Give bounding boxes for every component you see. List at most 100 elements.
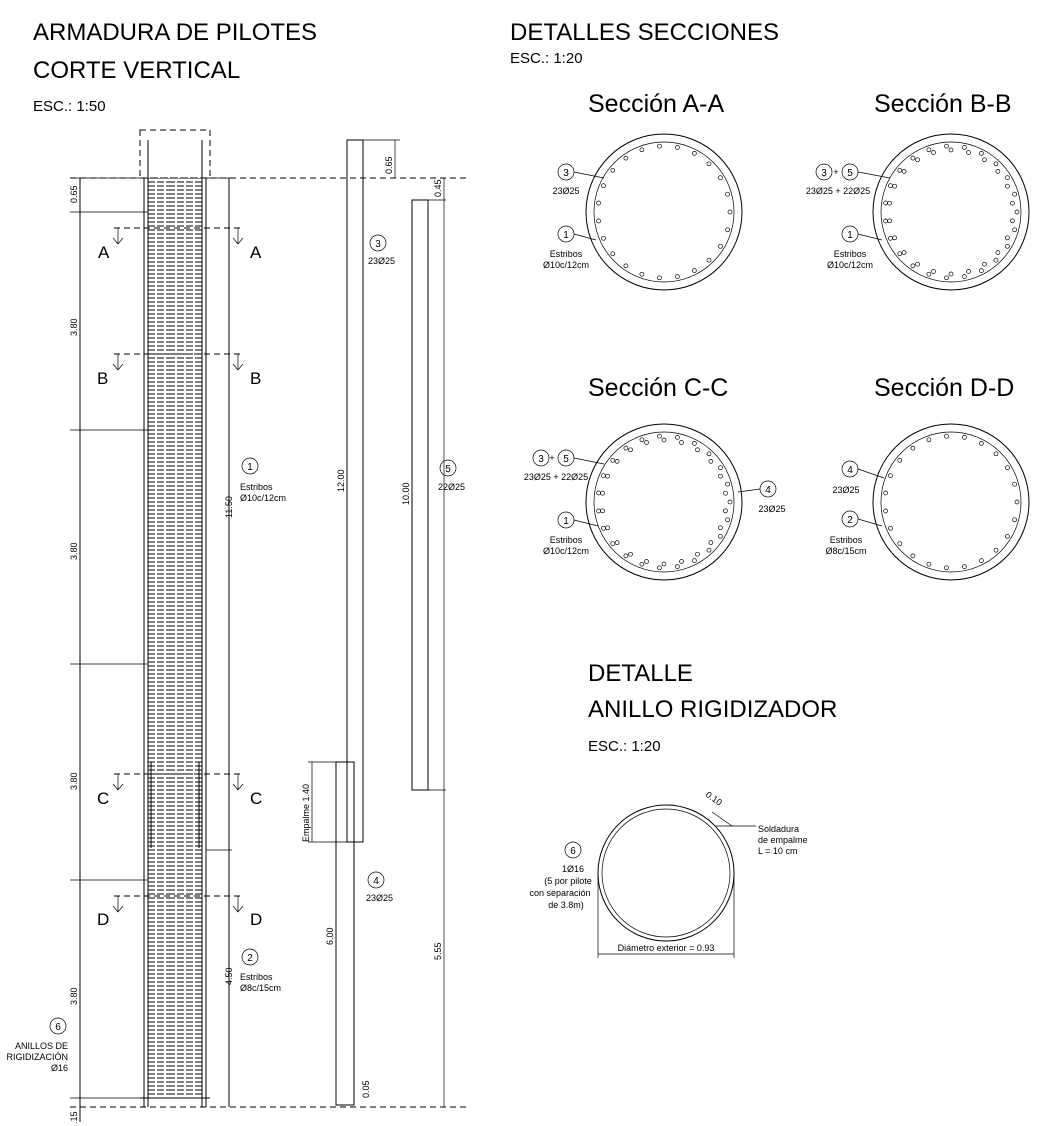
rebar-dot [910, 263, 916, 269]
rebar-dot [1012, 517, 1017, 523]
mark-6-number: 6 [55, 1022, 61, 1033]
bar-4-bottom-dim: 0.05 [361, 1080, 371, 1098]
rebar-dot [926, 271, 932, 277]
ring-weld-1: Soldadura [758, 824, 799, 834]
rebar-dot [600, 490, 605, 496]
section-a-bot-l2: Ø10c/12cm [543, 260, 589, 270]
rebar-dot [1005, 235, 1010, 241]
cut-d-left: D [97, 910, 109, 929]
mark-6-line-3: Ø16 [51, 1063, 68, 1073]
rebar-dot [623, 155, 629, 161]
left-title-2: CORTE VERTICAL [33, 57, 240, 84]
rebar-dot [888, 525, 893, 531]
stirrup-hatching [148, 178, 202, 1098]
section-b-top-label: 23Ø25 + 22Ø25 [806, 186, 870, 196]
rebar-dot [727, 499, 733, 505]
rebar-dot [679, 559, 684, 564]
ring-weld-2: de empalme [758, 835, 808, 845]
rebar-dot [623, 445, 629, 451]
rebar-dot [601, 525, 606, 531]
section-c-bot-l2: Ø10c/12cm [543, 546, 589, 556]
rebar-dot [887, 218, 892, 224]
rebar-dot [883, 508, 888, 514]
rebar-dot [725, 227, 730, 233]
rebar-dot [1005, 243, 1010, 249]
dim-380-a: 3.80 [69, 318, 79, 336]
mark-2-number: 2 [247, 953, 253, 964]
rebar-dot [723, 490, 728, 496]
rebar-dot [706, 161, 712, 167]
rebar-dot [718, 243, 723, 249]
rebar-dot [692, 558, 697, 563]
section-d-bot-l2: Ø8c/15cm [825, 546, 866, 556]
section-d-bot-l1: Estribos [830, 535, 863, 545]
rebar-dot [610, 457, 616, 463]
cut-a-left: A [98, 243, 110, 262]
mark-6-line-2: RIGIDIZACIÓN [6, 1052, 68, 1062]
rebar-dot [888, 235, 893, 241]
rebar-dot [596, 508, 601, 514]
ring-mark-l3: con separación [529, 888, 590, 898]
rebar-dot [605, 525, 610, 531]
rebar-dot [995, 250, 1001, 255]
rebar-dot [614, 459, 620, 464]
cut-d-right: D [250, 910, 262, 929]
rebar-dot [1012, 227, 1017, 233]
section-a-bot-l1: Estribos [550, 249, 583, 259]
rebar-dot [1010, 218, 1015, 224]
rebar-dot [979, 558, 984, 563]
mark-6-line-1: ANILLOS DE [15, 1041, 68, 1051]
section-b-bot-l2: Ø10c/12cm [827, 260, 873, 270]
rebar-dot [725, 191, 730, 197]
rebar-dot [600, 508, 605, 514]
rebar-dot [982, 157, 987, 163]
rebar-dot [628, 447, 633, 453]
section-b-top-num-2: 5 [847, 168, 853, 179]
left-scale: ESC.: 1:50 [33, 98, 106, 115]
rebar-dot [661, 561, 667, 567]
rebar-dot [675, 274, 680, 279]
mark-1-callout: 1 Estribos Ø10c/12cm [240, 457, 286, 503]
empalme-label: Empalme 1.40 [301, 784, 311, 842]
rebar-dot [610, 541, 616, 547]
rebar-dot [718, 525, 723, 531]
ring-mark-l1: 1Ø16 [562, 864, 584, 874]
rebar-dot [926, 147, 932, 153]
rebar-dot [706, 257, 712, 263]
rebar-dot [1005, 183, 1010, 189]
dim-015: .15 [69, 1111, 79, 1124]
rebar-dot [915, 261, 920, 267]
rebar-dot [718, 175, 723, 181]
plus-sign: + [833, 167, 838, 177]
rebar-dot [675, 564, 680, 569]
section-c-title: Sección C-C [588, 374, 728, 402]
rebar-dot [718, 465, 723, 471]
rebar-dot [888, 473, 893, 479]
section-c-top-num-1: 3 [538, 454, 544, 465]
bars-ring-a [596, 143, 733, 281]
rebar-dot [623, 553, 629, 559]
rebar-dot [993, 451, 999, 457]
cut-a-right: A [250, 243, 262, 262]
rebar-dot [723, 508, 728, 514]
rebar-dot [644, 440, 649, 445]
rebar-dot [910, 155, 916, 161]
section-d-top-label: 23Ø25 [832, 485, 859, 495]
ring-mark-l2: (5 por pilote [544, 876, 592, 886]
rebar-dot [926, 561, 932, 567]
rebar-dot [944, 143, 949, 149]
section-b-bot-l1: Estribos [834, 249, 867, 259]
rebar-dot [1005, 465, 1010, 471]
rebar-dot [887, 200, 892, 206]
rebar-dot [897, 541, 903, 547]
section-c-top-label: 23Ø25 + 22Ø25 [524, 472, 588, 482]
ring-scale: ESC.: 1:20 [588, 738, 661, 755]
rebar-dot [706, 451, 712, 457]
rebar-dot [708, 459, 714, 464]
rebar-dot [982, 261, 987, 267]
ring-diameter: Diámetro exterior = 0.93 [618, 943, 715, 953]
ring-title-2: ANILLO RIGIDIZADOR [588, 696, 837, 723]
rebar-dot [610, 167, 616, 173]
rebar-dot [623, 263, 629, 269]
section-c-bot-l1: Estribos [550, 535, 583, 545]
